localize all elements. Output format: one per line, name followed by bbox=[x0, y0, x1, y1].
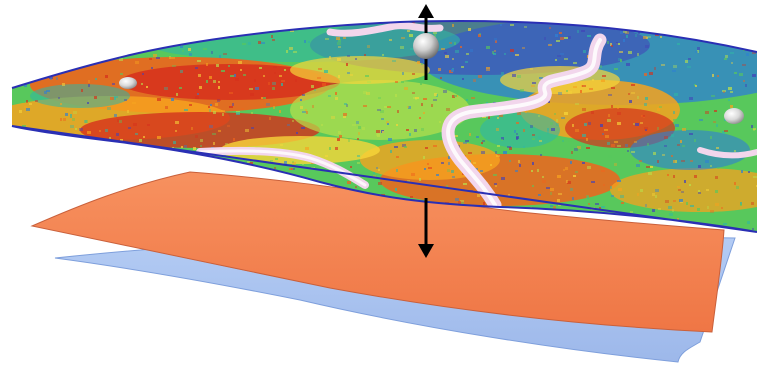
sphere-marker-icon bbox=[119, 77, 137, 89]
top-surface-outline bbox=[11, 20, 757, 233]
middle-layer-surface bbox=[30, 171, 725, 333]
arrow-down-icon bbox=[418, 198, 434, 258]
river-channel-branch bbox=[326, 22, 444, 37]
river-channel-right bbox=[697, 147, 757, 159]
sphere-marker-icon bbox=[724, 108, 744, 124]
sphere-marker-icon bbox=[413, 33, 439, 59]
